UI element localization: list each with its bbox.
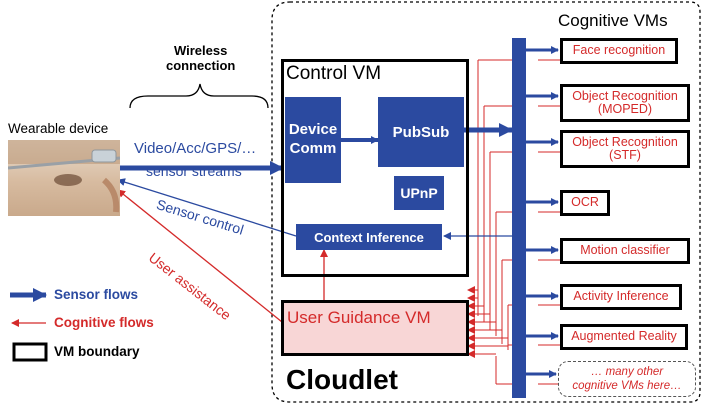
upnp-label: UPnP: [400, 185, 438, 201]
vm-stf-line2: (STF): [609, 148, 641, 162]
cognitive-flow-arrows: [467, 286, 508, 358]
upnp-box: UPnP: [394, 176, 444, 210]
vm-augmented-reality: Augmented Reality: [560, 324, 688, 350]
vm-moped-line1: Object Recognition: [572, 88, 678, 103]
vm-activity-inference: Activity Inference: [560, 284, 682, 310]
user-assistance-arrow: [117, 189, 283, 323]
user-guidance-vm-box: [281, 300, 469, 356]
vm-motion-classifier-label: Motion classifier: [580, 243, 670, 258]
sensor-streams-label: sensor streams: [146, 163, 242, 179]
wireless-brace: [129, 83, 269, 109]
control-vm-title: Control VM: [286, 63, 382, 84]
vm-moped-line2: (MOPED): [597, 102, 653, 116]
pubsub-label: PubSub: [392, 123, 450, 141]
control-vm-box: [281, 59, 469, 277]
context-inference-label: Context Inference: [314, 229, 424, 245]
wearable-device-label: Wearable device: [8, 121, 109, 136]
user-guidance-vm-label: User Guidance VM: [287, 308, 431, 327]
vm-stf-line1: Object Recognition: [572, 134, 678, 149]
legend-sensor-flows: Sensor flows: [54, 287, 139, 302]
device-comm-line2: Comm: [289, 140, 337, 157]
wireless-label-line1: Wireless: [173, 43, 228, 58]
device-comm-box: Device Comm: [285, 97, 341, 183]
wireless-label-line2: connection: [166, 57, 236, 73]
vm-face-recognition: Face recognition: [560, 38, 678, 64]
context-inference-box: Context Inference: [296, 224, 442, 250]
vm-more-line1: … many other: [590, 366, 664, 378]
cognitive-vms-title: Cognitive VMs: [558, 11, 668, 30]
vm-more-placeholder: … many other cognitive VMs here…: [558, 361, 696, 397]
legend-cognitive-flows: Cognitive flows: [54, 315, 154, 330]
wireless-label: Wireless connection: [166, 43, 236, 74]
vm-ocr: OCR: [560, 190, 610, 216]
vm-motion-classifier: Motion classifier: [560, 238, 690, 264]
cloudlet-label: Cloudlet: [286, 364, 398, 395]
pubsub-box: PubSub: [378, 97, 464, 167]
vm-face-recognition-label: Face recognition: [572, 43, 666, 58]
vm-more-line2: cognitive VMs here…: [572, 380, 682, 393]
vm-object-recognition-stf: Object Recognition (STF): [560, 130, 690, 168]
wearable-device-image: [8, 140, 120, 216]
vm-augmented-reality-label: Augmented Reality: [571, 329, 677, 344]
legend-vm-boundary-box: [12, 342, 48, 362]
cloudlet-boundary: [271, 1, 701, 403]
vm-activity-inference-label: Activity Inference: [573, 289, 669, 304]
video-acc-gps-label: Video/Acc/GPS/…: [134, 140, 257, 157]
sensor-control-arrow: [117, 178, 297, 237]
device-comm-line1: Device: [288, 121, 338, 139]
legend-vm-boundary: VM boundary: [54, 344, 140, 359]
bus-to-vm-arrows: [526, 46, 559, 378]
vm-object-recognition-moped: Object Recognition (MOPED): [560, 84, 690, 122]
vm-ocr-label: OCR: [571, 195, 599, 210]
sensor-bus: [512, 38, 526, 398]
glasses-icon: [8, 140, 120, 213]
